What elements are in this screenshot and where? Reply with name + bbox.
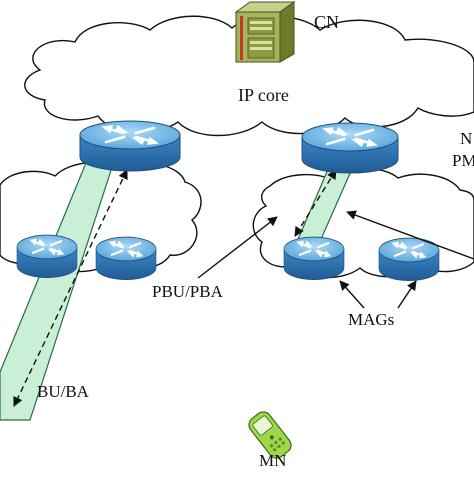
cn-label: CN — [314, 12, 339, 32]
pbu-pba-label: PBU/PBA — [152, 282, 224, 301]
pbu-pba-dashed-arrow — [294, 169, 337, 237]
mags-pointer-left — [339, 280, 365, 309]
router-icon — [377, 236, 441, 282]
router-icon — [15, 233, 79, 279]
router-icon — [94, 235, 158, 281]
router-icon — [282, 235, 346, 281]
router-icon — [78, 119, 182, 173]
bu-ba-label: BU/BA — [37, 382, 90, 401]
mags-label: MAGs — [348, 310, 394, 329]
server-icon — [234, 1, 296, 63]
mags-pointer-right — [397, 280, 417, 309]
mobile-phone-icon — [248, 411, 292, 459]
right-edge-label-1: N — [460, 129, 472, 148]
right-edge-label-2: PM — [452, 151, 474, 170]
solid-arrow-to-mag — [346, 210, 474, 260]
bu-ba-dashed-arrow — [13, 169, 128, 407]
ip-core-label: IP core — [238, 85, 289, 105]
pbu-pba-pointer — [197, 216, 278, 279]
mn-label: MN — [259, 451, 286, 470]
router-icon — [300, 121, 400, 175]
